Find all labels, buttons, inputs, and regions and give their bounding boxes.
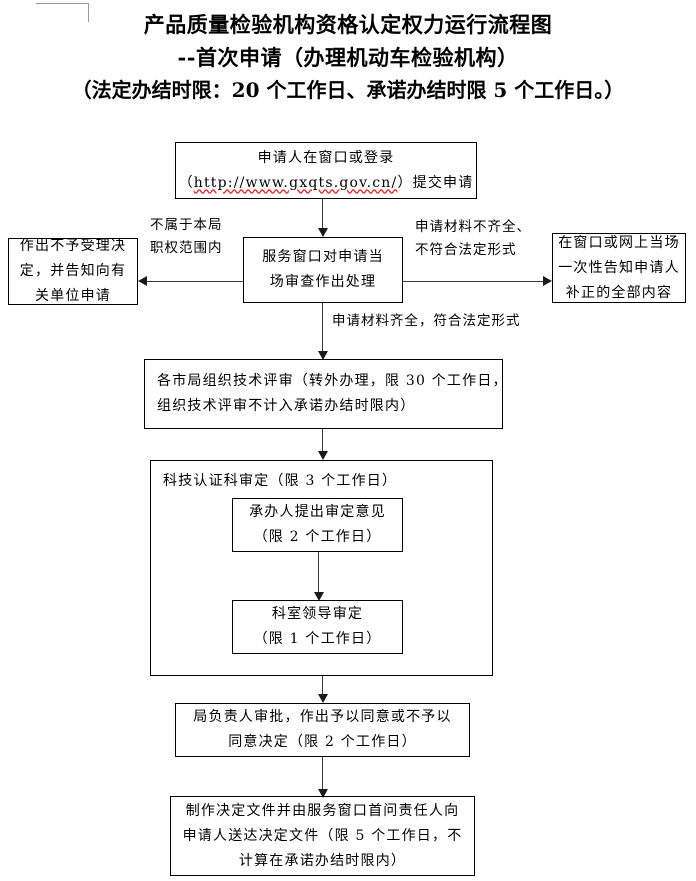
edge-label-not-in-scope-line-1: 不属于本局 xyxy=(150,217,223,233)
node-bureau-approval-line-1: 局负责人审批，作出予以同意或不予以 xyxy=(193,709,452,725)
corner-crop-mark xyxy=(36,3,89,22)
node-deliver-decision-line-2: 申请人送达决定文件（限 5 个工作日，不 xyxy=(182,827,463,844)
connector-certification-to-bureau xyxy=(322,676,323,694)
node-section-leader: 科室领导审定 （限 1 个工作日） xyxy=(232,600,403,654)
edge-label-not-in-scope-line-2: 职权范围内 xyxy=(150,240,223,256)
node-section-leader-line-2: （限 1 个工作日） xyxy=(253,631,382,647)
node-supplement-line-3: 补正的全部内容 xyxy=(565,284,673,301)
node-certification-group: 科技认证科审定（限 3 个工作日） xyxy=(150,460,493,676)
node-deliver-decision: 制作决定文件并由服务窗口首问责任人向 申请人送达决定文件（限 5 个工作日，不 … xyxy=(170,796,475,876)
node-deliver-decision-line-3: 计算在承诺办结时限内） xyxy=(238,852,407,869)
node-bureau-approval-line-2: 同意决定（限 2 个工作日） xyxy=(228,734,417,750)
paren-open: （ xyxy=(178,174,194,191)
node-supplement-line-1: 在窗口或网上当场 xyxy=(558,234,680,251)
node-certification-header: 科技认证科审定（限 3 个工作日） xyxy=(163,473,398,489)
arrow-window-to-supplement xyxy=(543,276,552,286)
page-title-line-2: --首次申请（办理机动车检验机构） xyxy=(177,45,519,70)
edge-label-complete-line-1: 申请材料齐全，符合法定形式 xyxy=(332,313,521,329)
edge-label-complete: 申请材料齐全，符合法定形式 xyxy=(332,310,521,333)
paren-close-text: ）提交申请 xyxy=(397,174,474,191)
arrow-tech-to-certification xyxy=(318,451,328,460)
arrow-apply-to-window xyxy=(318,228,328,237)
node-reject: 作出不予受理决 定，并告知向有 关单位申请 xyxy=(8,238,138,305)
arrow-window-to-reject xyxy=(138,276,147,286)
title-block: 产品质量检验机构资格认定权力运行流程图 --首次申请（办理机动车检验机构） （法… xyxy=(0,8,696,107)
node-apply: 申请人在窗口或登录 （http://www.gxqts.gov.cn/）提交申请 xyxy=(175,142,477,199)
node-section-leader-line-1: 科室领导审定 xyxy=(271,606,364,622)
connector-handler-to-leader xyxy=(318,552,319,592)
connector-apply-to-window xyxy=(322,199,323,228)
page-title-line-3: （法定办结时限：20 个工作日、承诺办结时限 5 个工作日。） xyxy=(71,78,625,102)
arrow-certification-to-bureau xyxy=(318,694,328,703)
application-url: http://www.gxqts.gov.cn/ xyxy=(193,174,398,191)
node-handler-opinion-line-1: 承办人提出审定意见 xyxy=(249,504,386,520)
connector-window-to-tech xyxy=(322,303,323,351)
node-window-review-line-2: 场审查作出处理 xyxy=(269,274,377,290)
node-supplement-line-2: 一次性告知申请人 xyxy=(558,259,680,276)
node-reject-line-3: 关单位申请 xyxy=(35,288,111,304)
connector-tech-to-certification xyxy=(322,429,323,451)
edge-label-incomplete-line-1: 申请材料不齐全、 xyxy=(415,219,531,235)
edge-label-not-in-scope: 不属于本局 职权范围内 xyxy=(150,214,223,260)
node-reject-line-1: 作出不予受理决 xyxy=(19,238,127,254)
connector-bureau-to-deliver xyxy=(322,757,323,789)
connector-window-to-supplement xyxy=(403,281,543,282)
node-bureau-approval: 局负责人审批，作出予以同意或不予以 同意决定（限 2 个工作日） xyxy=(175,703,470,757)
edge-label-incomplete-line-2: 不符合法定形式 xyxy=(415,242,517,258)
node-handler-opinion-line-2: （限 2 个工作日） xyxy=(253,529,382,545)
edge-label-incomplete: 申请材料不齐全、 不符合法定形式 xyxy=(415,216,531,262)
arrow-handler-to-leader xyxy=(314,592,324,601)
arrow-bureau-to-deliver xyxy=(318,789,328,798)
node-deliver-decision-line-1: 制作决定文件并由服务窗口首问责任人向 xyxy=(185,802,460,819)
node-window-review: 服务窗口对申请当 场审查作出处理 xyxy=(243,237,403,303)
node-tech-review: 各市局组织技术评审（转外办理，限 30 个工作日， 组织技术评审不计入承诺办结时… xyxy=(144,359,507,429)
node-handler-opinion: 承办人提出审定意见 （限 2 个工作日） xyxy=(232,498,403,552)
node-reject-line-2: 定，并告知向有 xyxy=(19,263,127,279)
connector-window-to-reject xyxy=(147,281,243,282)
arrow-window-to-tech xyxy=(318,351,328,360)
node-window-review-line-1: 服务窗口对申请当 xyxy=(262,249,384,265)
node-apply-line-2: （http://www.gxqts.gov.cn/）提交申请 xyxy=(179,171,474,196)
page-title-line-1: 产品质量检验机构资格认定权力运行流程图 xyxy=(143,12,553,37)
node-tech-review-line-1: 各市局组织技术评审（转外办理，限 30 个工作日， xyxy=(157,373,508,389)
node-supplement: 在窗口或网上当场 一次性告知申请人 补正的全部内容 xyxy=(552,233,686,303)
node-tech-review-line-2: 组织技术评审不计入承诺办结时限内） xyxy=(157,398,416,414)
node-apply-line-1: 申请人在窗口或登录 xyxy=(257,149,395,166)
